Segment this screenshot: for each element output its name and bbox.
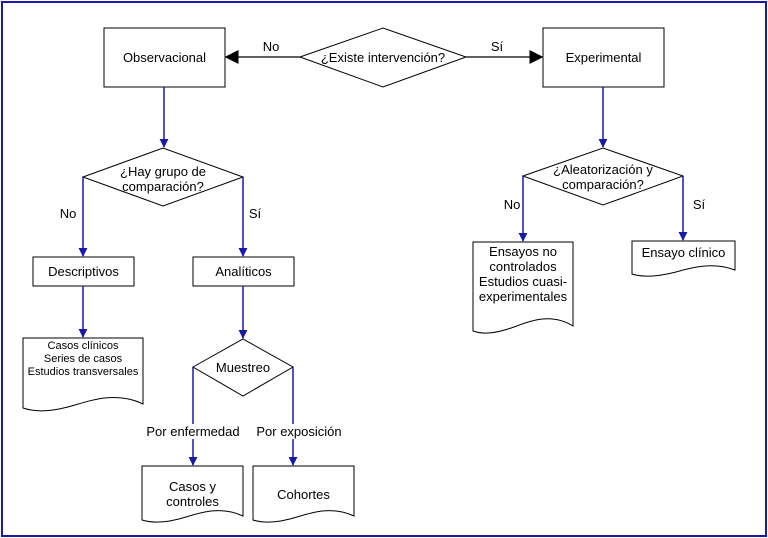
label-experimental: Experimental <box>565 50 642 65</box>
edge-label-no-left: No <box>59 206 77 221</box>
doc-ensayos-no-controlados <box>472 241 574 334</box>
label-observacional: Observacional <box>122 50 207 65</box>
label-ensayos-no-controlados: Ensayos no controlados Estudios cuasi- e… <box>478 244 568 304</box>
edge-label-si-left: Sí <box>248 206 262 221</box>
label-cohortes: Cohortes <box>277 487 330 502</box>
label-hay-grupo: ¿Hay grupo de comparación? <box>120 164 206 194</box>
label-existe-intervencion: ¿Existe intervención? <box>320 50 446 65</box>
label-analiticos: Analíticos <box>215 264 272 279</box>
edge-label-no-top: No <box>262 39 280 54</box>
label-casos-controles: Casos y controles <box>166 479 219 509</box>
label-descriptivos-doc: Casos clínicos Series de casos Estudios … <box>27 340 139 378</box>
label-muestreo: Muestreo <box>215 360 271 375</box>
doc-cohortes <box>252 465 355 523</box>
edge-label-por-exposicion: Por exposición <box>250 424 348 439</box>
node-analiticos <box>192 256 295 287</box>
doc-casos-controles <box>141 465 244 523</box>
doc-ensayo-clinico <box>631 240 736 277</box>
node-experimental <box>542 27 665 88</box>
doc-descriptivos <box>22 337 144 412</box>
node-descriptivos <box>32 256 135 287</box>
edge-label-por-enfermedad: Por enfermedad <box>138 424 248 439</box>
label-ensayo-clinico: Ensayo clínico <box>641 245 726 260</box>
label-descriptivos: Descriptivos <box>48 264 119 279</box>
label-aleatorizacion: ¿Aleatorización y comparación? <box>553 162 653 192</box>
edge-label-no-right: No <box>503 197 521 212</box>
edge-label-si-top: Sí <box>490 39 504 54</box>
edge-label-si-right: Sí <box>692 197 706 212</box>
